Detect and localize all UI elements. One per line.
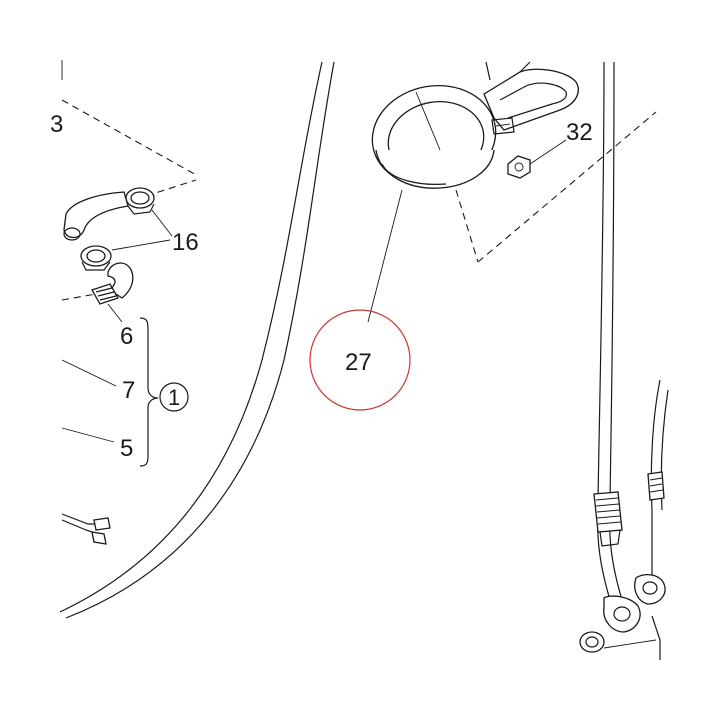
dash-line-left-3: [61, 293, 97, 301]
leader-27: [367, 189, 403, 323]
callout-3-partial: 3: [50, 111, 63, 138]
callout-6: 6: [120, 323, 133, 350]
part-16-clip-lower: [80, 245, 112, 271]
highlight-circle-27: [309, 309, 411, 411]
callout-5: 5: [120, 435, 133, 462]
hose-elbow-upper: [63, 191, 129, 241]
dash-line-left-1: [61, 99, 199, 177]
leader-5: [61, 427, 115, 443]
callout-32: 32: [566, 119, 593, 146]
callout-7: 7: [122, 377, 135, 404]
callout-16: 16: [172, 229, 199, 256]
callout-1-circle: [159, 382, 189, 412]
hose-banjo-end: [603, 573, 666, 633]
part-27-clamp: [371, 61, 579, 189]
callout-1: 1: [168, 385, 180, 410]
dash-line-left-2: [145, 179, 197, 197]
washer: [579, 631, 605, 653]
bracket-group-1: [139, 317, 159, 467]
right-bottom-part: [651, 615, 661, 660]
part-16-clip-upper: [125, 187, 155, 215]
leader-32: [529, 139, 567, 165]
leader-16-b: [111, 239, 171, 251]
right-hose-fitting: [647, 471, 665, 501]
wire-connector: [61, 513, 111, 545]
brake-hose-inner: [608, 61, 623, 601]
cable-outline-inner: [65, 61, 335, 619]
cable-outline-outer: [59, 61, 323, 613]
leader-7: [61, 359, 117, 387]
part-32-nut: [507, 155, 531, 179]
dash-line-right-1: [455, 189, 479, 263]
hose-crimp-fitting: [593, 491, 623, 547]
part-6-fitting: [91, 283, 119, 305]
leader-washer: [603, 639, 657, 649]
leader-6: [107, 303, 123, 323]
leader-16-a: [151, 209, 173, 237]
callout-27: 27: [345, 349, 372, 376]
hose-elbow-lower: [107, 262, 134, 299]
dash-line-right-2: [477, 111, 657, 263]
brake-hose-outer: [596, 61, 611, 601]
